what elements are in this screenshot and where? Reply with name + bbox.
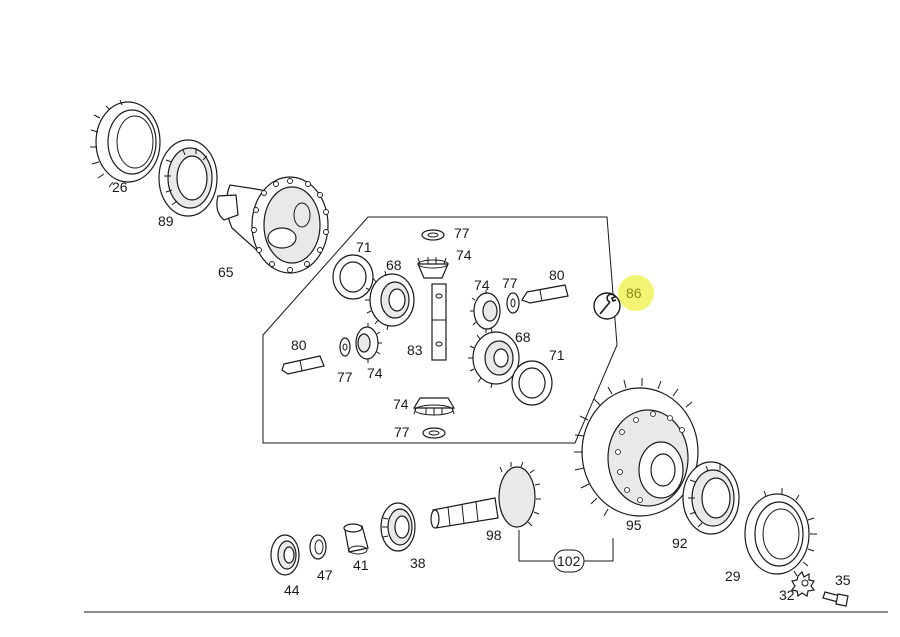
label-77-lower-left: 77 [337, 369, 353, 385]
label-83: 83 [407, 342, 423, 358]
part-71-thrust-washer-lower[interactable] [511, 360, 553, 406]
part-32-lock-plate[interactable] [790, 570, 816, 598]
part-74-pinion-top[interactable] [417, 257, 449, 279]
part-71-thrust-washer-upper[interactable] [332, 254, 374, 300]
callout-102 [553, 549, 585, 573]
label-26: 26 [112, 179, 128, 195]
part-68-side-gear-upper[interactable] [365, 270, 415, 331]
label-29: 29 [725, 568, 741, 584]
label-92: 92 [672, 535, 688, 551]
label-41: 41 [353, 557, 369, 573]
part-77-washer-lower-left[interactable] [339, 337, 351, 357]
part-77-washer-right[interactable] [506, 292, 520, 314]
label-98: 98 [486, 527, 502, 543]
label-74-left: 74 [367, 365, 383, 381]
label-102: 102 [557, 553, 581, 569]
label-44: 44 [284, 582, 300, 598]
part-38-bearing[interactable] [380, 502, 416, 552]
label-77-top: 77 [454, 225, 470, 241]
label-35: 35 [835, 572, 851, 588]
part-29-ring-nut[interactable] [744, 488, 817, 577]
label-32: 32 [779, 587, 795, 603]
part-26-ring-nut[interactable] [90, 99, 161, 188]
part-92-bearing[interactable] [682, 461, 740, 535]
label-68-upper: 68 [386, 257, 402, 273]
part-74-pinion-bottom[interactable] [412, 397, 456, 416]
part-68-side-gear-lower[interactable] [468, 327, 520, 389]
part-98-drive-pinion[interactable] [430, 461, 541, 529]
part-35-bolt[interactable] [822, 591, 849, 607]
part-80-pin-upper[interactable] [521, 284, 569, 304]
part-77-washer-bottom[interactable] [422, 427, 446, 439]
label-74-top: 74 [456, 247, 472, 263]
part-74-pinion-left[interactable] [355, 323, 382, 363]
part-65-differential-housing[interactable] [216, 176, 329, 274]
part-44-bearing[interactable] [270, 534, 300, 576]
part-74-pinion-right[interactable] [470, 290, 501, 333]
part-41-spacer[interactable] [343, 523, 369, 555]
label-74-bottom: 74 [393, 396, 409, 412]
label-89: 89 [158, 213, 174, 229]
label-68-lower: 68 [515, 329, 531, 345]
highlight-marker [618, 275, 654, 311]
label-71-lower: 71 [549, 347, 565, 363]
label-74-right: 74 [474, 277, 490, 293]
part-83-cross-shaft[interactable] [431, 283, 447, 361]
bracket-102 [518, 530, 614, 562]
label-80-upper: 80 [549, 267, 565, 283]
part-77-washer-top[interactable] [421, 229, 445, 241]
part-95-ring-gear[interactable] [574, 378, 699, 517]
wrench-icon[interactable] [593, 292, 621, 320]
label-47: 47 [317, 567, 333, 583]
differential-group-outline [262, 216, 618, 444]
label-71-upper: 71 [356, 239, 372, 255]
part-80-pin-lower[interactable] [281, 355, 325, 375]
label-77-bottom: 77 [394, 424, 410, 440]
label-86: 86 [626, 285, 642, 301]
label-38: 38 [410, 555, 426, 571]
part-47-shim[interactable] [309, 534, 327, 560]
label-95: 95 [626, 517, 642, 533]
label-80-lower: 80 [291, 337, 307, 353]
part-89-bearing[interactable] [158, 139, 218, 217]
label-65: 65 [218, 264, 234, 280]
label-77-right: 77 [502, 275, 518, 291]
